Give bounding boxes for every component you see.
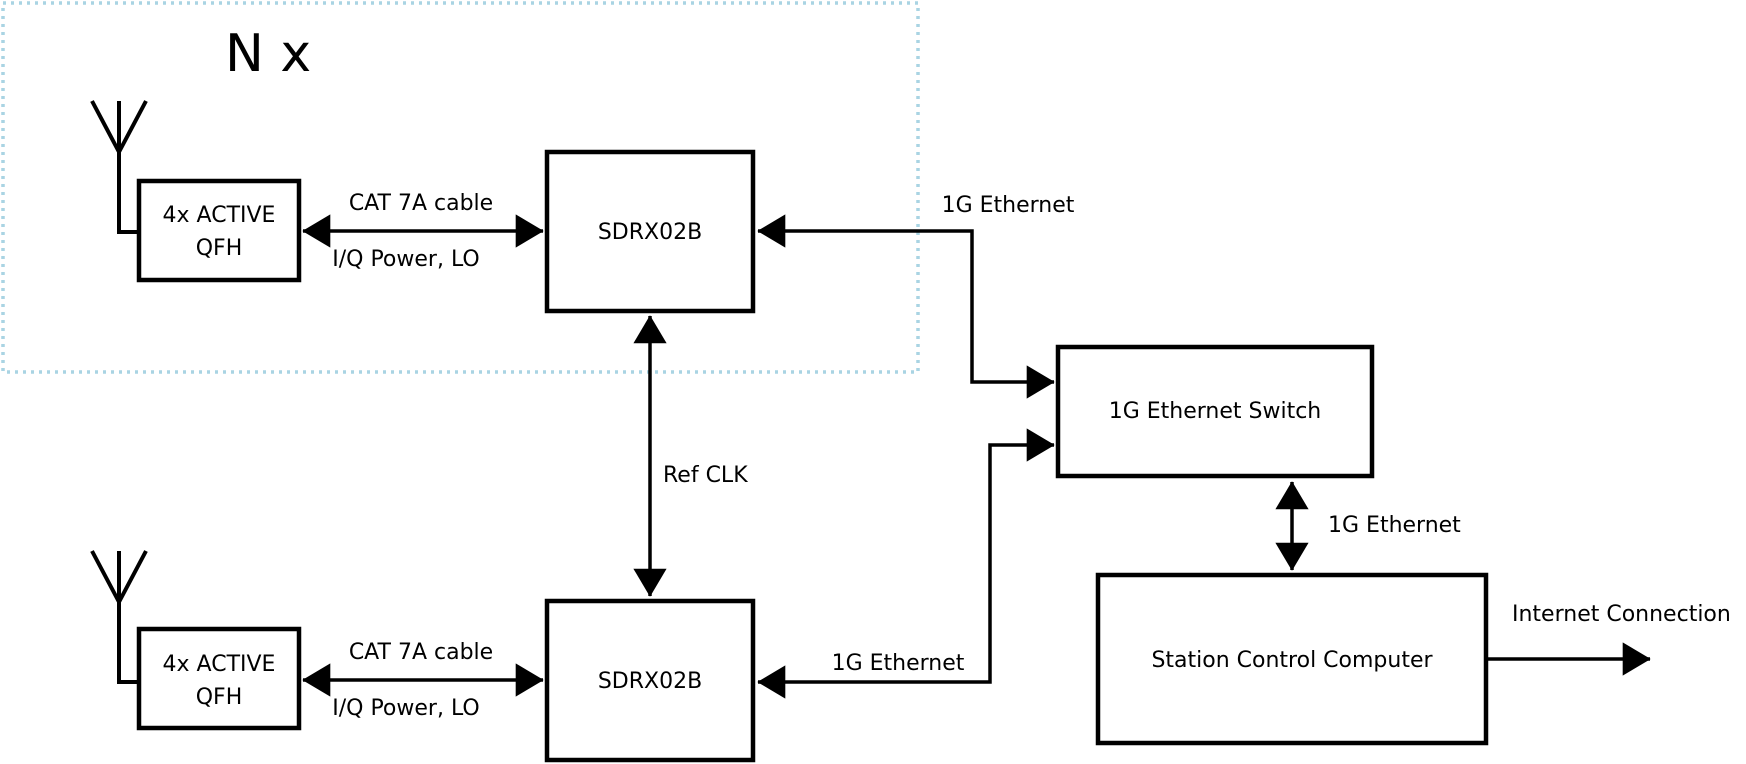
- repeat-group-dashed-box: [1, 1, 920, 374]
- qfh-antenna-box-1: [136, 178, 302, 283]
- station-computer-label: Station Control Computer: [1151, 648, 1433, 673]
- switch-computer-ethernet-label: 1G Ethernet: [1328, 513, 1461, 538]
- ethernet-link-top: [757, 214, 1055, 399]
- qfh-box-2-label-line2: QFH: [196, 685, 243, 710]
- iq-power-lo-label-2: I/Q Power, LO: [332, 696, 480, 721]
- qfh-box-1-label-line2: QFH: [196, 236, 243, 261]
- iq-power-lo-label-1: I/Q Power, LO: [332, 247, 480, 272]
- ethernet-switch-box: [1055, 344, 1375, 479]
- sdrx02b-label-2: SDRX02B: [598, 669, 702, 694]
- qfh-box-1-label-line1: 4x ACTIVE: [163, 203, 276, 228]
- qfh-antenna-box-2: [136, 626, 302, 731]
- station-computer-box: [1095, 572, 1489, 746]
- ref-clk-label: Ref CLK: [663, 463, 748, 488]
- internet-connection-label: Internet Connection: [1512, 602, 1731, 627]
- antenna-2-icon: [90, 550, 148, 684]
- ethernet-link-bottom: [757, 428, 1055, 699]
- sdrx02b-box-1: [544, 149, 756, 314]
- qfh-box-2-label-line1: 4x ACTIVE: [163, 652, 276, 677]
- ethernet-label-bottom: 1G Ethernet: [832, 651, 965, 676]
- ethernet-switch-label: 1G Ethernet Switch: [1109, 399, 1322, 424]
- sdrx02b-box-2: [544, 598, 756, 763]
- sdrx02b-label-1: SDRX02B: [598, 220, 702, 245]
- repeat-count-label: N x: [225, 24, 311, 84]
- ethernet-label-top: 1G Ethernet: [942, 193, 1075, 218]
- antenna-1-icon: [90, 100, 148, 234]
- cat7a-cable-label-1: CAT 7A cable: [349, 191, 493, 216]
- cat7a-cable-label-2: CAT 7A cable: [349, 640, 493, 665]
